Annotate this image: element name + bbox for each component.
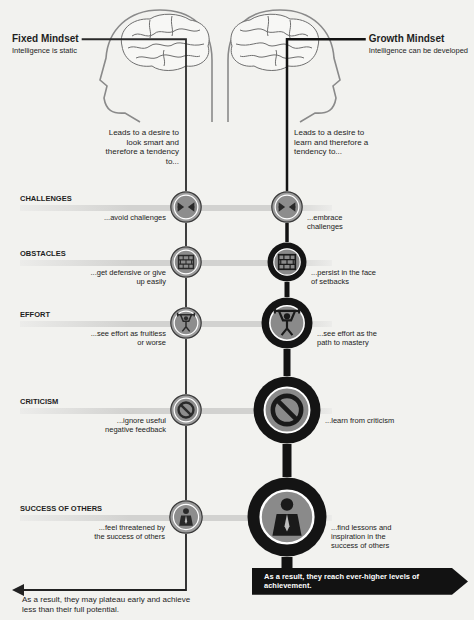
- mindset-title: Fixed Mindset: [12, 33, 79, 46]
- brain: [121, 14, 209, 70]
- connector-line: [185, 339, 187, 394]
- mindset-heading: Growth MindsetIntelligence can be develo…: [369, 33, 468, 55]
- tendency-circle: ...feel threatened by the success of oth…: [169, 500, 203, 534]
- circle-icon: [170, 394, 202, 426]
- brain: [231, 14, 319, 70]
- tendency-caption: ...avoid challenges: [88, 213, 166, 222]
- connector-line: [185, 223, 187, 246]
- result-text: As a result, they reach ever-higher leve…: [252, 568, 468, 595]
- mindset-title: Growth Mindset: [369, 33, 468, 46]
- tendency-circle: ...persist in the face of setbacks: [267, 242, 307, 282]
- tendency-caption: ...find lessons and inspiration in the s…: [331, 523, 403, 550]
- mindset-subtitle: Intelligence is static: [12, 46, 79, 55]
- circle-icon: [267, 242, 307, 282]
- result-band: As a result, they reach ever-higher leve…: [252, 568, 468, 595]
- tendency-caption: ...see effort as the path to mastery: [317, 329, 389, 347]
- row-label: SUCCESS OF OTHERS: [20, 504, 140, 513]
- tendency-circle: ...ignore useful negative feedback: [170, 394, 202, 426]
- tendency-caption: ...get defensive or give up easily: [88, 268, 166, 286]
- tendency-circle: ...avoid challenges: [170, 191, 202, 223]
- tendency-note: Leads to a desire to look smart and ther…: [99, 128, 179, 166]
- row-label: CRITICISM: [20, 397, 140, 406]
- mindset-heading: Fixed MindsetIntelligence is static: [12, 33, 79, 55]
- circle-icon: [170, 307, 202, 339]
- circle-icon: [253, 376, 321, 444]
- row-label: EFFORT: [20, 310, 140, 319]
- tendency-circle: ...see effort as the path to mastery: [261, 297, 313, 349]
- tendency-caption: ...ignore useful negative feedback: [88, 416, 166, 434]
- connector-line: [287, 39, 366, 191]
- tendency-caption: ...learn from criticism: [325, 416, 397, 425]
- result-arrow: [12, 534, 186, 596]
- row-bars: [20, 205, 332, 521]
- tendency-caption: ...embrace challenges: [307, 213, 379, 231]
- connector-line: [185, 278, 187, 307]
- tendency-caption: ...persist in the face of setbacks: [311, 268, 383, 286]
- tendency-note: Leads to a desire to learn and therefore…: [294, 128, 374, 157]
- head-outline: [100, 10, 212, 122]
- connector-line: [282, 557, 293, 568]
- connector-line: [285, 223, 289, 242]
- tendency-circle: ...learn from criticism: [253, 376, 321, 444]
- tendency-circle: ...get defensive or give up easily: [170, 246, 202, 278]
- tendency-circle: ...see effort as fruitless or worse: [170, 307, 202, 339]
- circle-icon: [170, 191, 202, 223]
- mindset-subtitle: Intelligence can be developed: [369, 46, 468, 55]
- connector-line: [283, 444, 292, 477]
- connector-line: [284, 349, 291, 376]
- tendency-caption: ...feel threatened by the success of oth…: [87, 523, 165, 541]
- circle-icon: [169, 500, 203, 534]
- circle-icon: [271, 191, 303, 223]
- tendency-caption: ...see effort as fruitless or worse: [88, 329, 166, 347]
- row-label: OBSTACLES: [20, 249, 140, 258]
- head-outline: [228, 10, 340, 122]
- connector-line: [285, 282, 290, 297]
- row-label: CHALLENGES: [20, 194, 140, 203]
- connector-line: [185, 426, 187, 500]
- circle-icon: [170, 246, 202, 278]
- circle-icon: [261, 297, 313, 349]
- result-note: As a result, they may plateau early and …: [22, 595, 204, 614]
- circle-icon: [247, 477, 327, 557]
- tendency-circle: ...find lessons and inspiration in the s…: [247, 477, 327, 557]
- tendency-circle: ...embrace challenges: [271, 191, 303, 223]
- connector-line: [82, 39, 186, 191]
